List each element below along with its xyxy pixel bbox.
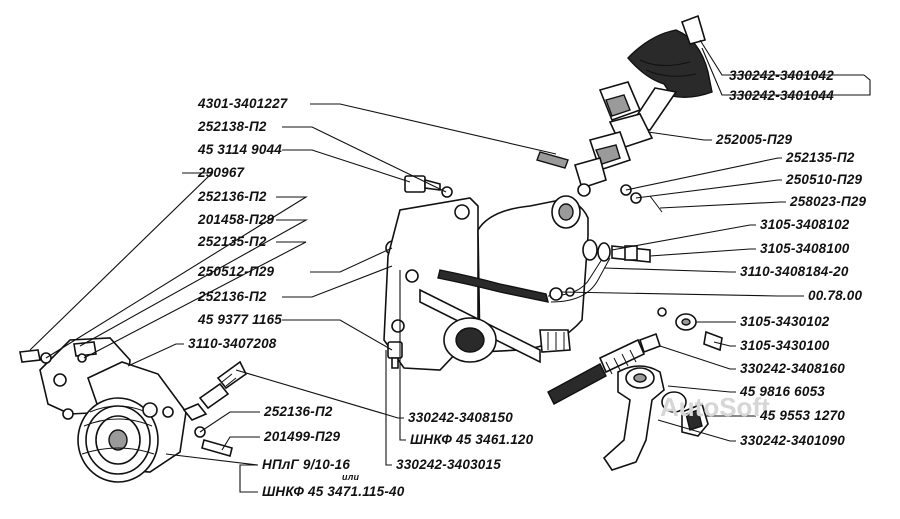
label-330242-3401042: 330242-3401042 — [729, 68, 834, 83]
leader-lines — [29, 39, 871, 493]
label-45-3114-9044: 45 3114 9044 — [197, 142, 282, 157]
label-252135-p2-left: 252135-П2 — [197, 234, 267, 249]
part-labels: 330242-3401042 330242-3401044 4301-34012… — [188, 68, 867, 499]
label-3105-3430100: 3105-3430100 — [740, 338, 830, 353]
label-330242-3403015: 330242-3403015 — [396, 457, 501, 472]
steering-gear-housing — [383, 195, 589, 371]
cardan-shaft — [573, 81, 678, 197]
label-201499-p29: 201499-П29 — [263, 429, 341, 444]
label-258023-p29: 258023-П29 — [789, 194, 867, 209]
label-3110-3408184-20: 3110-3408184-20 — [740, 264, 849, 279]
hydraulic-tube — [437, 255, 611, 303]
label-252136-p2-c: 252136-П2 — [263, 404, 333, 419]
label-nplg-9-10-16: НПлГ 9/10-16 — [262, 457, 350, 472]
label-252136-p2-b: 252136-П2 — [197, 289, 267, 304]
power-steering-pump — [39, 337, 187, 483]
label-ili: или — [342, 472, 359, 482]
label-330242-3401044: 330242-3401044 — [729, 88, 834, 103]
label-3105-3408102: 3105-3408102 — [760, 217, 850, 232]
label-shnkf-45-3461-120: ШНКФ 45 3461.120 — [410, 432, 534, 447]
label-4301-3401227: 4301-3401227 — [197, 96, 289, 111]
label-3105-3408100: 3105-3408100 — [760, 241, 850, 256]
side-fitting — [582, 239, 651, 263]
label-3105-3430102: 3105-3430102 — [740, 314, 830, 329]
label-330242-3401090: 330242-3401090 — [740, 433, 845, 448]
label-252005-p29: 252005-П29 — [715, 132, 793, 147]
label-45-9377-1165: 45 9377 1165 — [197, 312, 282, 327]
steering-column-boot — [627, 14, 713, 99]
label-290967: 290967 — [197, 165, 246, 180]
pressure-hose — [547, 307, 723, 405]
label-shnkf-45-3471-115-40: ШНКФ 45 3471.115-40 — [262, 484, 405, 499]
label-201458-p29: 201458-П29 — [197, 212, 275, 227]
watermark: AutoSoft — [660, 392, 770, 422]
label-330242-3408160: 330242-3408160 — [740, 361, 845, 376]
label-252135-p2-right: 252135-П2 — [785, 150, 855, 165]
label-252138-p2: 252138-П2 — [197, 119, 267, 134]
label-00-78-00: 00.78.00 — [808, 288, 862, 303]
label-250512-p29: 250512-П29 — [197, 264, 275, 279]
label-45-9553-1270: 45 9553 1270 — [759, 408, 845, 423]
label-250510-p29: 250510-П29 — [785, 172, 863, 187]
label-3110-3407208: 3110-3407208 — [188, 336, 277, 351]
label-330242-3408150: 330242-3408150 — [408, 410, 513, 425]
pitman-arm — [602, 365, 709, 471]
label-252136-p2-a: 252136-П2 — [197, 189, 267, 204]
label-45-9816-6053: 45 9816 6053 — [739, 384, 825, 399]
